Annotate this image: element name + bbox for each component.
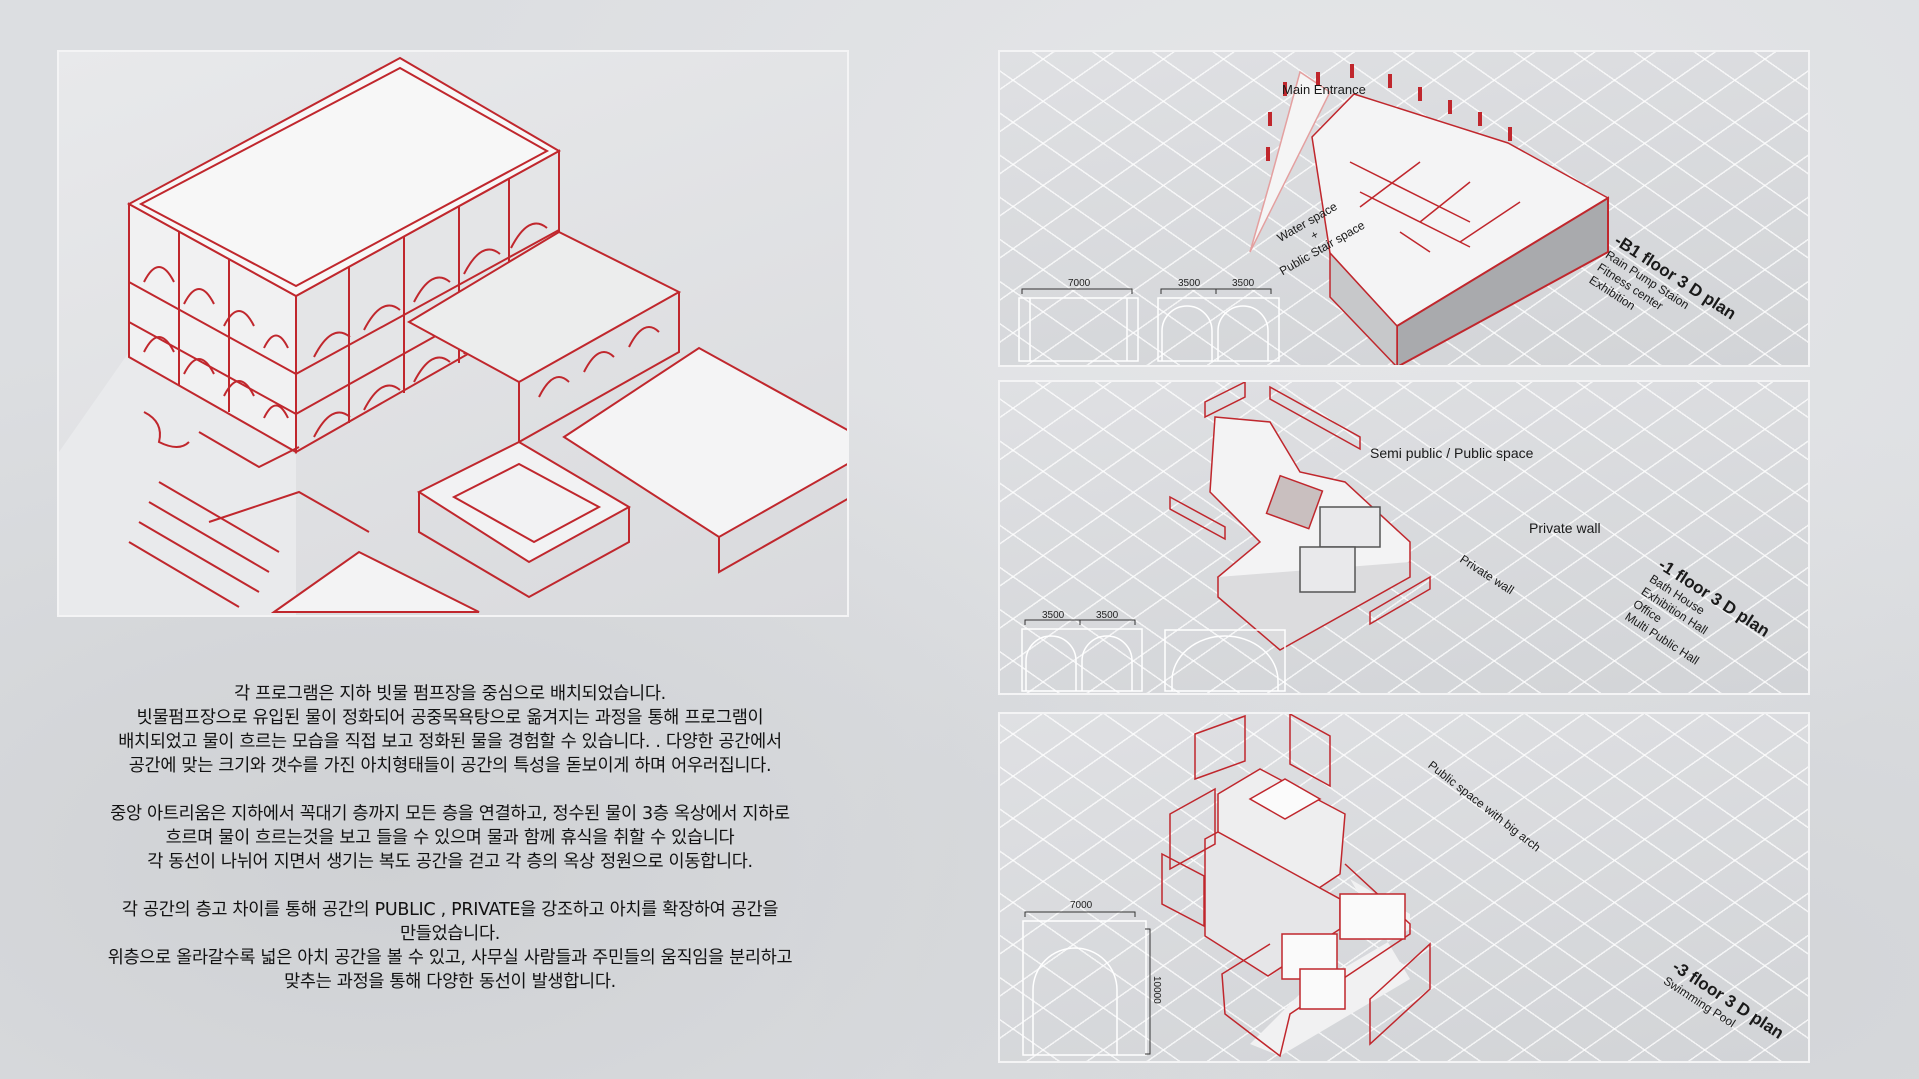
description-line: 흐르며 물이 흐르는것을 보고 들을 수 있으며 물과 함께 휴식을 취할 수 … [165, 828, 735, 848]
project-description: 각 프로그램은 지하 빗물 펌프장을 중심으로 배치되었습니다. 빗물펌프장으로… [44, 682, 856, 994]
b1-floor-drawing [1018, 64, 1610, 365]
private-wall-label: Private wall [1529, 520, 1601, 536]
hero-isometric-image [57, 50, 849, 617]
panel-1-floor-plan: 3500 3500 Semi public / Public space Pri… [998, 380, 1810, 695]
dimension-label: 10000 [1151, 976, 1162, 1004]
description-line: 각 프로그램은 지하 빗물 펌프장을 중심으로 배치되었습니다. [234, 684, 666, 704]
building-isometric-drawing [59, 56, 847, 615]
description-line: 빗물펌프장으로 유입된 물이 정화되어 공중목욕탕으로 옮겨지는 과정을 통해 … [136, 708, 764, 728]
dimension-label: 3500 [1042, 610, 1065, 621]
3-floor-drawing [1022, 714, 1431, 1058]
dimension-label: 7000 [1068, 278, 1091, 289]
dimension-label: 3500 [1232, 278, 1255, 289]
description-line: 공간에 맞는 크기와 갯수를 가진 아치형태들이 공간의 특성을 돋보이게 하며… [128, 756, 772, 776]
dimension-label: 7000 [1070, 900, 1093, 911]
description-line: 배치되었고 물이 흐르는 모습을 직접 보고 정화된 물을 경험할 수 있습니다… [118, 732, 782, 752]
panel-b1-floor-plan: 7000 3500 3500 Main Entrance Water space… [998, 50, 1810, 367]
description-line: 중앙 아트리움은 지하에서 꼭대기 층까지 모든 층을 연결하고, 정수된 물이… [110, 804, 790, 824]
semi-public-label: Semi public / Public space [1370, 445, 1534, 461]
description-line: 위층으로 올라갈수록 넓은 아치 공간을 볼 수 있고, 사무실 사람들과 주민… [107, 948, 793, 968]
main-entrance-label: Main Entrance [1282, 82, 1366, 97]
dimension-label: 3500 [1178, 278, 1201, 289]
panel-3-floor-plan: 7000 10000 Public space with big arch -3… [998, 712, 1810, 1063]
dimension-label: 3500 [1096, 610, 1119, 621]
description-line: 맞추는 과정을 통해 다양한 동선이 발생합니다. [284, 972, 616, 992]
1-floor-drawing [1021, 382, 1431, 692]
description-line: 만들었습니다. [399, 924, 501, 944]
description-line: 각 공간의 층고 차이를 통해 공간의 PUBLIC , PRIVATE을 강조… [121, 900, 779, 920]
description-line: 각 동선이 나뉘어 지면서 생기는 복도 공간을 걷고 각 층의 옥상 정원으로… [147, 852, 753, 872]
